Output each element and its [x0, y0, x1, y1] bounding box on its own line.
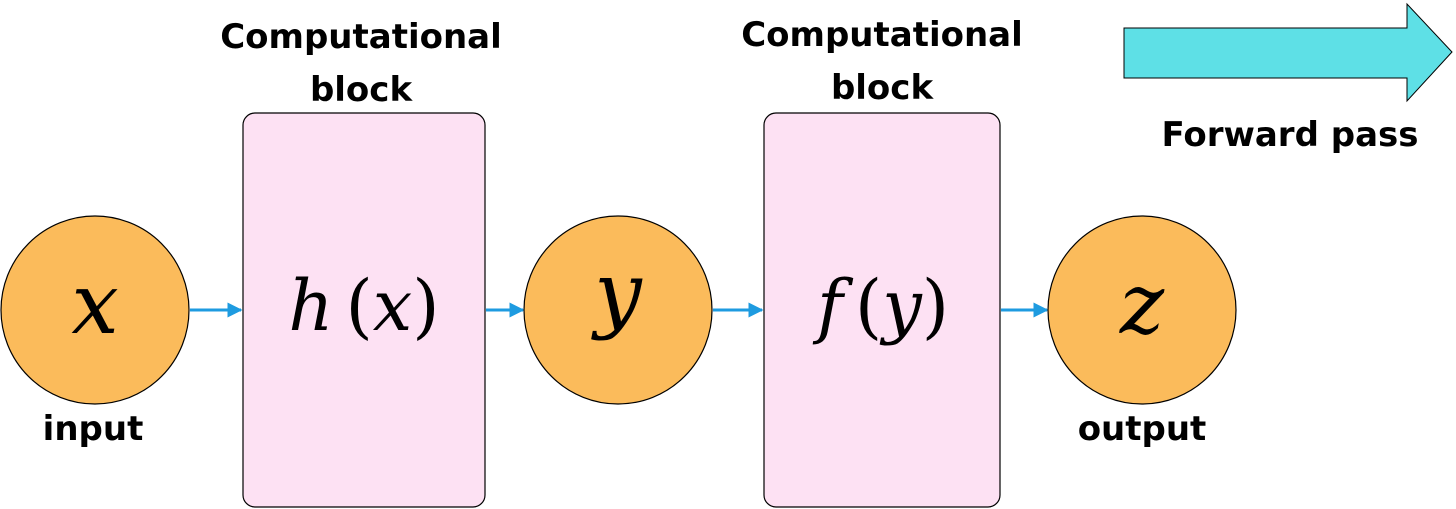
forward-pass-label: Forward pass: [1161, 115, 1418, 155]
forward-pass-indicator: Forward pass: [1123, 2, 1453, 155]
block-1-arg: x: [373, 265, 412, 347]
block-1-title-line2: block: [310, 70, 414, 110]
block-2-close-paren: ): [922, 265, 949, 347]
block-1-function: h(x): [288, 265, 439, 347]
block-2-open-paren: (: [855, 265, 882, 347]
node-output: z output: [1047, 215, 1237, 449]
forward-pass-arrow-icon: [1123, 2, 1453, 103]
computational-block-2: f(y): [763, 112, 1001, 508]
node-intermediate: y: [523, 215, 713, 405]
node-x-symbol: x: [71, 255, 118, 353]
node-output-caption: output: [1078, 409, 1207, 449]
block-1-title-line1: Computational: [220, 17, 502, 57]
node-y-symbol: y: [590, 244, 643, 342]
node-z-circle: [1047, 215, 1237, 405]
block-2-arg: y: [879, 265, 923, 347]
block-1-open-paren: (: [345, 265, 372, 347]
block-2-title-line2: block: [831, 68, 935, 108]
node-input: x input: [0, 215, 190, 449]
node-z-symbol: z: [1119, 255, 1165, 353]
block-2-title: Computational block: [741, 15, 1023, 108]
block-1-close-paren: ): [412, 265, 439, 347]
block-2-box: [763, 112, 1001, 508]
block-1-title: Computational block: [220, 17, 502, 110]
block-2-function: f(y): [812, 265, 949, 347]
node-y-circle: [523, 215, 713, 405]
node-x-circle: [0, 215, 190, 405]
node-input-caption: input: [43, 409, 144, 449]
block-2-title-line1: Computational: [741, 15, 1023, 55]
block-1-fn-name: h: [288, 265, 333, 347]
computational-block-1: h(x): [242, 112, 486, 508]
block-1-box: [242, 112, 486, 508]
